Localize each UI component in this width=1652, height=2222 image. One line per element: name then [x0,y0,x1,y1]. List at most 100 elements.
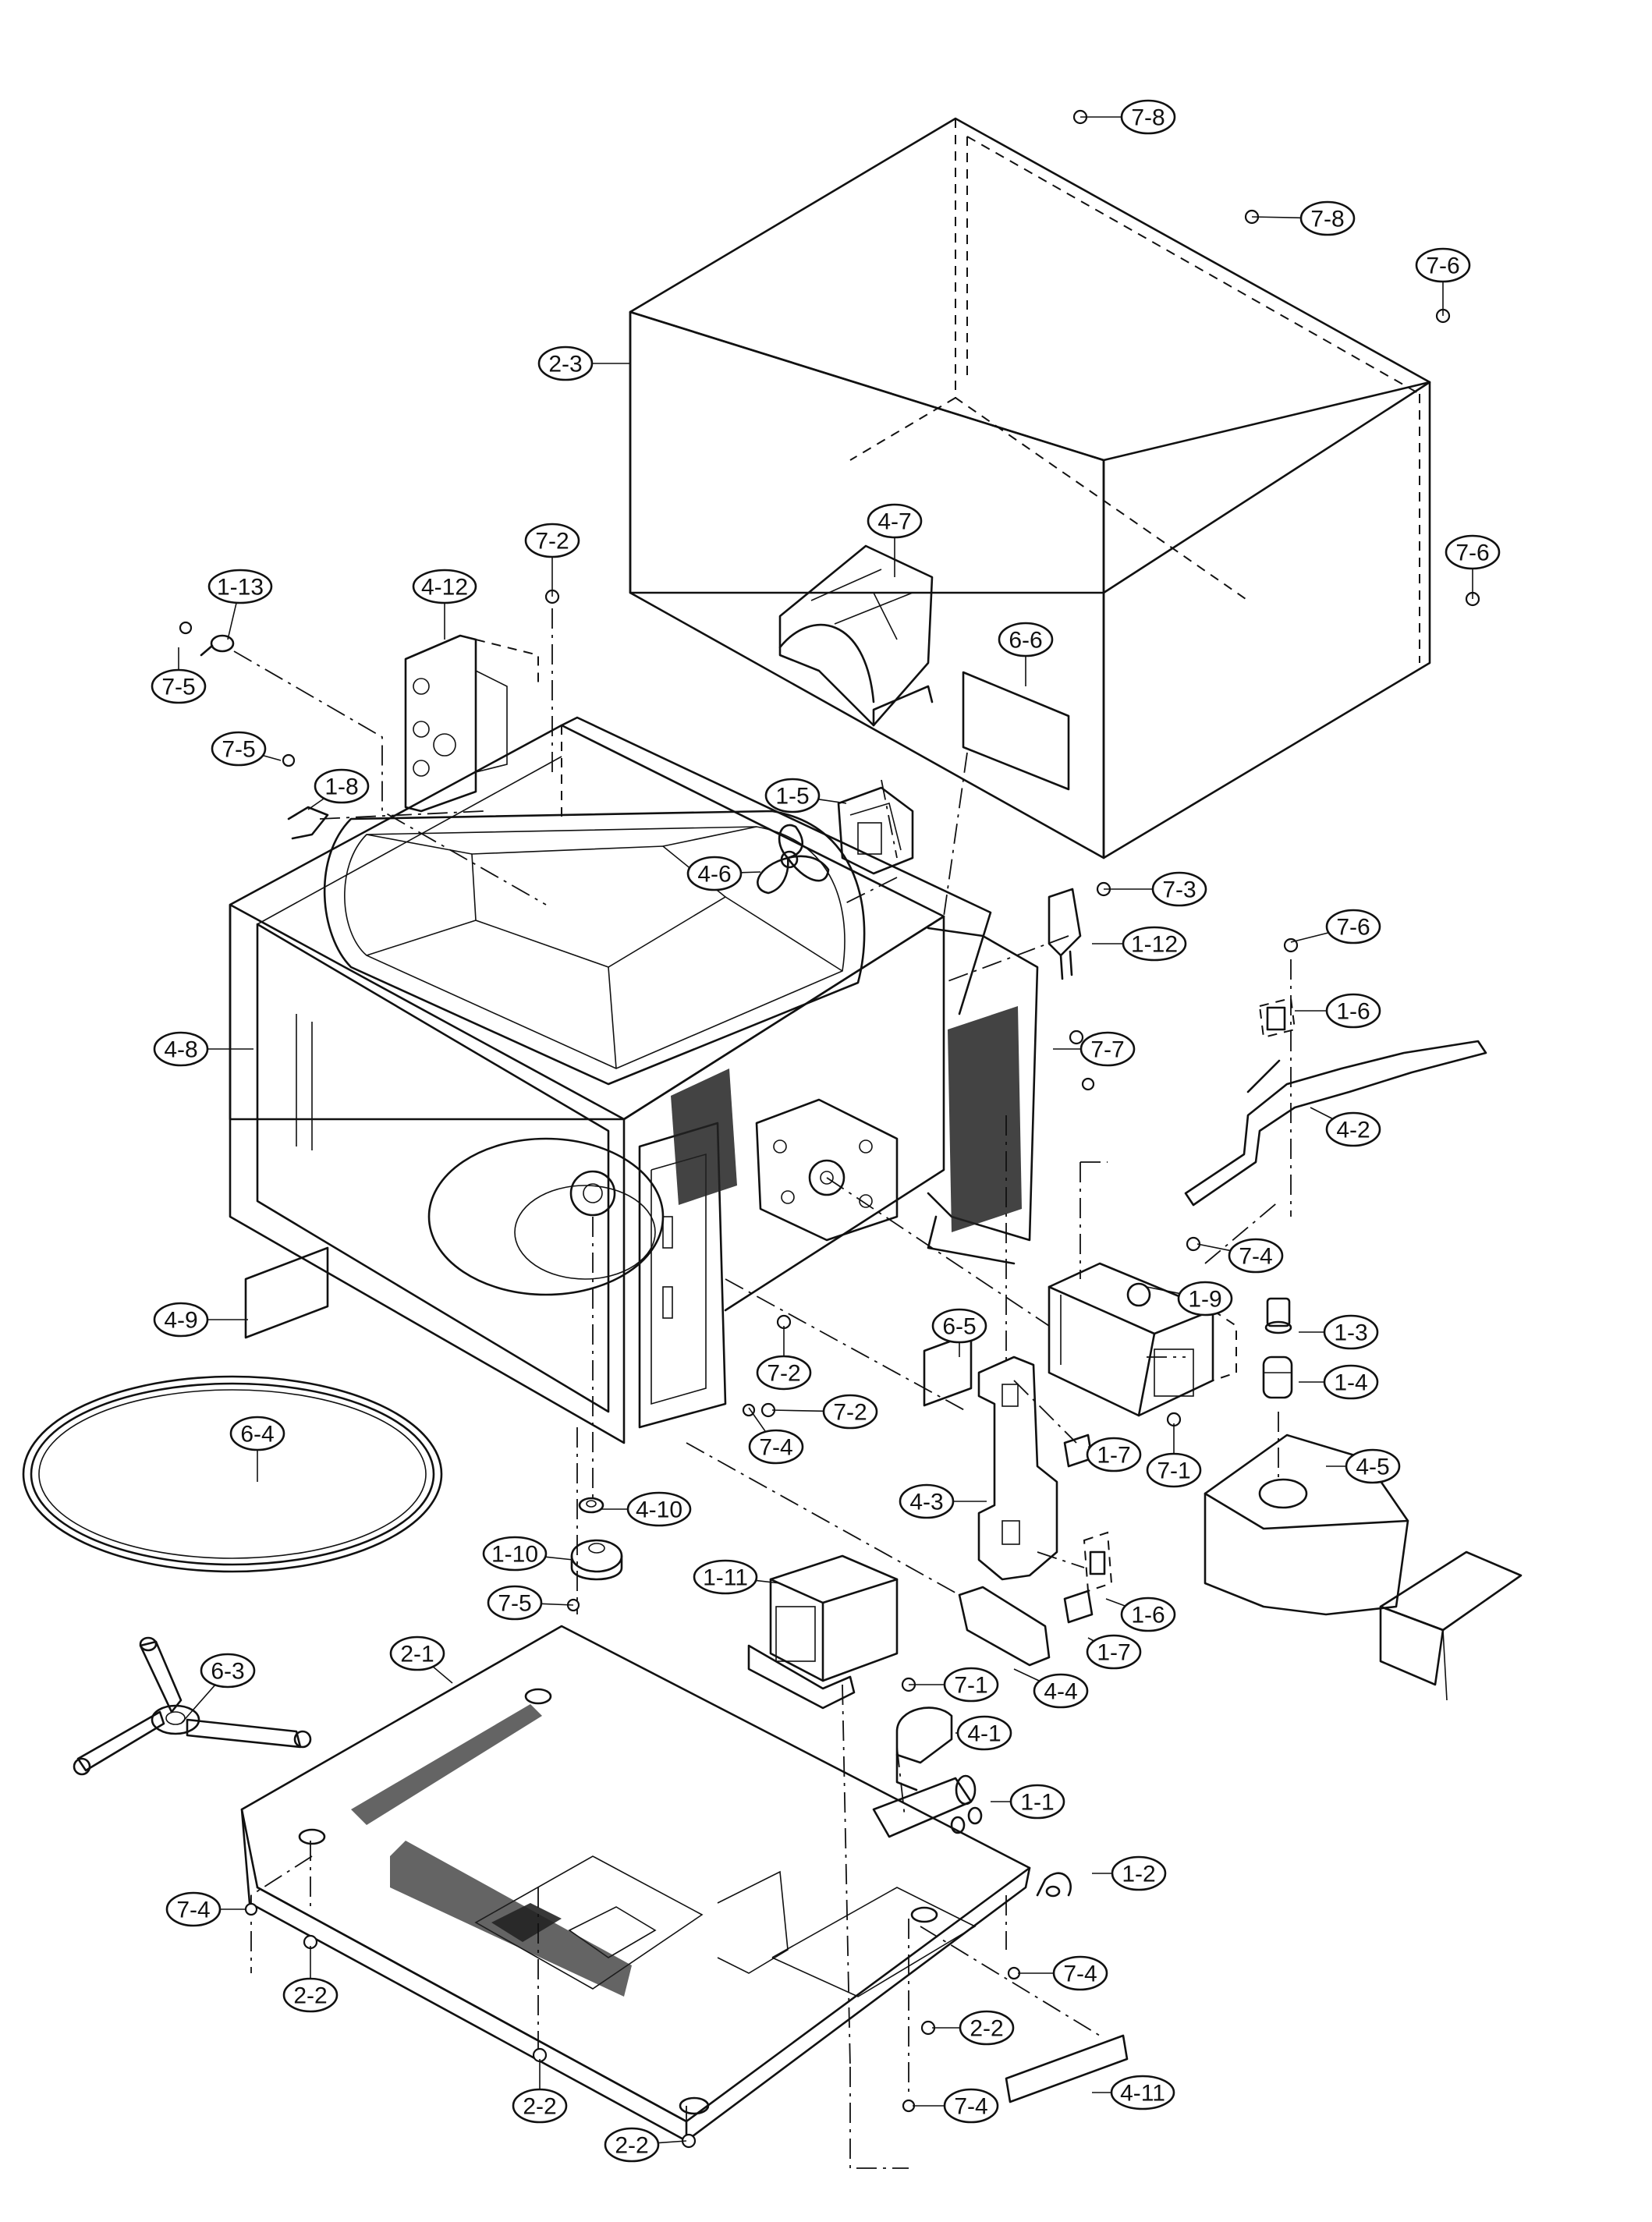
callout-balloon [604,2127,660,2163]
callout-label: 1-6 [1336,999,1370,1025]
callout-label: 4-5 [1356,1455,1389,1480]
callout-balloon [1177,1281,1233,1317]
leader-line [1013,1668,1040,1682]
callout-1-8: 1-8 [307,768,370,810]
callout-balloon [1086,1437,1142,1472]
outer-cabinet [629,117,1431,859]
callout-1-11: 1-11 [693,1559,781,1595]
callout-7-1: 7-1 [1146,1423,1202,1488]
callout-7-4: 7-4 [748,1407,804,1465]
callout-label: 7-6 [1455,540,1489,566]
leader-line [307,798,324,810]
callout-4-8: 4-8 [153,1031,253,1067]
callout-balloon [1111,1855,1167,1891]
callout-label: 2-2 [293,1983,327,2009]
coupler [578,1497,604,1514]
switch-1-7-bottom [1063,1589,1094,1624]
callout-label: 1-3 [1334,1320,1367,1346]
cavity-vent-grille [671,1006,1022,1232]
callout-label: 7-6 [1336,915,1370,941]
callout-7-8: 7-8 [1080,99,1176,135]
callout-label: 1-7 [1097,1640,1130,1666]
callout-4-2: 4-2 [1310,1107,1381,1147]
callout-label: 1-13 [217,575,264,601]
callout-label: 7-8 [1131,105,1165,131]
part-callouts: 7-87-87-62-37-64-77-24-121-137-56-67-51-… [151,99,1501,2163]
callout-label: 7-5 [161,675,195,700]
callout-balloon [151,668,207,704]
leader-line [262,754,282,761]
leader-line [755,1579,781,1584]
callout-label: 4-12 [421,575,468,601]
callout-1-10: 1-10 [482,1536,574,1572]
callout-balloon [153,1302,209,1338]
callout-balloon [1323,1314,1379,1350]
callout-balloon [1445,534,1501,570]
callout-balloon [487,1585,543,1621]
latch-lever [1184,997,1487,1207]
leader-line [748,1407,767,1433]
callout-4-3: 4-3 [899,1483,987,1519]
callout-balloon [512,2088,568,2124]
callout-7-6: 7-6 [1445,534,1501,599]
callout-balloon [1120,1597,1176,1632]
callout-balloon [1228,1238,1284,1274]
callout-balloon [207,569,273,604]
callout-balloon [693,1559,758,1595]
callout-balloon [1325,909,1381,944]
waveguide-cover [778,544,934,727]
callout-7-2: 7-2 [756,1326,812,1391]
callout-balloon [764,778,821,813]
callout-label: 7-1 [1157,1458,1190,1484]
callout-balloon [524,523,580,558]
callout-1-6: 1-6 [1105,1597,1176,1632]
callout-1-6: 1-6 [1295,993,1381,1029]
thermal-cutout [1048,888,1082,980]
callout-7-4: 7-4 [913,2088,999,2124]
callout-1-7: 1-7 [1086,1437,1142,1472]
callout-balloon [756,1355,812,1391]
switch-bracket-4-12 [404,634,539,813]
fuse-holder-1-3 [1264,1297,1292,1334]
leader-line [1196,1243,1231,1252]
leader-line [545,1556,574,1561]
leader-line [227,602,237,640]
callout-6-6: 6-6 [998,622,1054,686]
callout-balloon [165,1891,222,1927]
callout-label: 1-2 [1122,1862,1155,1887]
callout-label: 7-8 [1310,207,1344,232]
door-switch-bracket [977,1356,1058,1581]
callout-label: 7-2 [767,1361,800,1387]
callout-label: 4-6 [697,862,731,888]
callout-label: 7-2 [535,529,569,555]
leader-line [1105,1598,1126,1607]
callout-balloon [931,1308,987,1344]
callout-label: 7-4 [1063,1962,1097,1987]
callout-label: 1-6 [1131,1603,1165,1628]
callout-label: 1-8 [324,774,358,800]
callout-7-3: 7-3 [1104,871,1207,907]
callout-4-7: 4-7 [867,503,923,577]
leader-line [432,1666,453,1684]
callout-label: 4-9 [164,1308,197,1334]
callout-7-4: 7-4 [1018,1955,1108,1991]
callout-balloon [1086,1634,1142,1670]
callout-label: 4-11 [1120,2081,1165,2107]
callout-balloon [748,1429,804,1465]
callout-balloon [943,1667,999,1703]
callout-label: 1-12 [1131,932,1178,958]
callout-balloon [211,731,267,767]
waveguide-mount [755,1098,899,1242]
callout-label: 6-5 [942,1314,976,1340]
callout-label: 6-4 [240,1422,274,1448]
callout-balloon [899,1483,955,1519]
callout-7-2: 7-2 [524,523,580,597]
callout-2-3: 2-3 [537,346,630,381]
callout-4-6: 4-6 [686,856,761,891]
switch-holder [958,1586,1051,1667]
callout-7-8: 7-8 [1251,200,1356,236]
callout-4-12: 4-12 [412,569,477,640]
fan-blade [757,824,830,895]
hv-capacitor [872,1774,983,1838]
